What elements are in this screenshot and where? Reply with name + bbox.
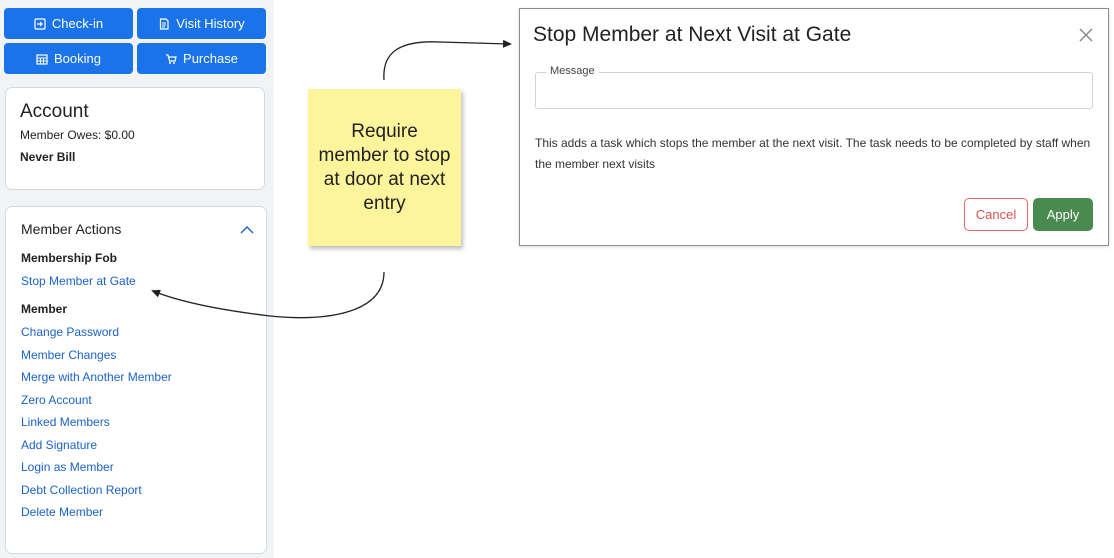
delete-member-link[interactable]: Delete Member	[21, 505, 104, 519]
login-as-member-link[interactable]: Login as Member	[21, 460, 114, 474]
stop-member-dialog: Stop Member at Next Visit at Gate Messag…	[519, 8, 1109, 246]
arrow-to-dialog	[383, 39, 512, 81]
dialog-title: Stop Member at Next Visit at Gate	[533, 23, 852, 46]
calendar-icon	[36, 53, 48, 65]
linked-members-link[interactable]: Linked Members	[21, 415, 110, 429]
purchase-label: Purchase	[183, 51, 238, 66]
zero-account-link[interactable]: Zero Account	[21, 392, 92, 407]
left-panel: Check-in Visit History Booking Purchase	[0, 0, 274, 558]
dialog-description: This adds a task which stops the member …	[535, 136, 1091, 171]
member-owes: Member Owes: $0.00	[20, 128, 135, 142]
member-actions-card: Member Actions Membership Fob Stop Membe…	[5, 206, 267, 554]
section-member: Member	[21, 302, 68, 316]
cart-icon	[166, 53, 177, 64]
sticky-note-text: Require member to stop at door at next e…	[318, 120, 451, 214]
account-card: Account Member Owes: $0.00 Never Bill	[5, 87, 265, 190]
checkin-icon	[34, 17, 46, 30]
sticky-note: Require member to stop at door at next e…	[308, 89, 461, 246]
document-icon	[160, 17, 169, 30]
section-membership-fob: Membership Fob	[21, 251, 118, 265]
message-field: Message	[535, 65, 1093, 109]
billing-status: Never Bill	[20, 150, 76, 164]
booking-button[interactable]: Booking	[4, 43, 133, 74]
member-changes-link[interactable]: Member Changes	[21, 347, 117, 362]
visit-history-button[interactable]: Visit History	[137, 8, 266, 39]
chevron-up-icon[interactable]	[240, 225, 254, 234]
member-actions-title: Member Actions	[21, 221, 122, 237]
account-title: Account	[20, 101, 89, 122]
booking-label: Booking	[54, 51, 101, 66]
add-signature-link[interactable]: Add Signature	[21, 437, 98, 452]
purchase-button[interactable]: Purchase	[137, 43, 266, 74]
merge-member-link[interactable]: Merge with Another Member	[21, 370, 172, 384]
change-password-link[interactable]: Change Password	[21, 325, 120, 339]
close-icon[interactable]	[1078, 27, 1094, 43]
message-label: Message	[546, 65, 599, 77]
message-input[interactable]	[538, 77, 1088, 105]
cancel-button[interactable]: Cancel	[964, 198, 1028, 231]
debt-collection-report-link[interactable]: Debt Collection Report	[21, 482, 142, 497]
checkin-button[interactable]: Check-in	[4, 8, 133, 39]
visit-history-label: Visit History	[176, 16, 245, 31]
member-button-grid: Check-in Visit History Booking Purchase	[4, 8, 266, 74]
checkin-label: Check-in	[51, 16, 104, 31]
apply-button[interactable]: Apply	[1033, 198, 1093, 231]
stop-member-at-gate-link[interactable]: Stop Member at Gate	[21, 274, 136, 288]
member-actions-header[interactable]: Member Actions	[21, 221, 254, 237]
